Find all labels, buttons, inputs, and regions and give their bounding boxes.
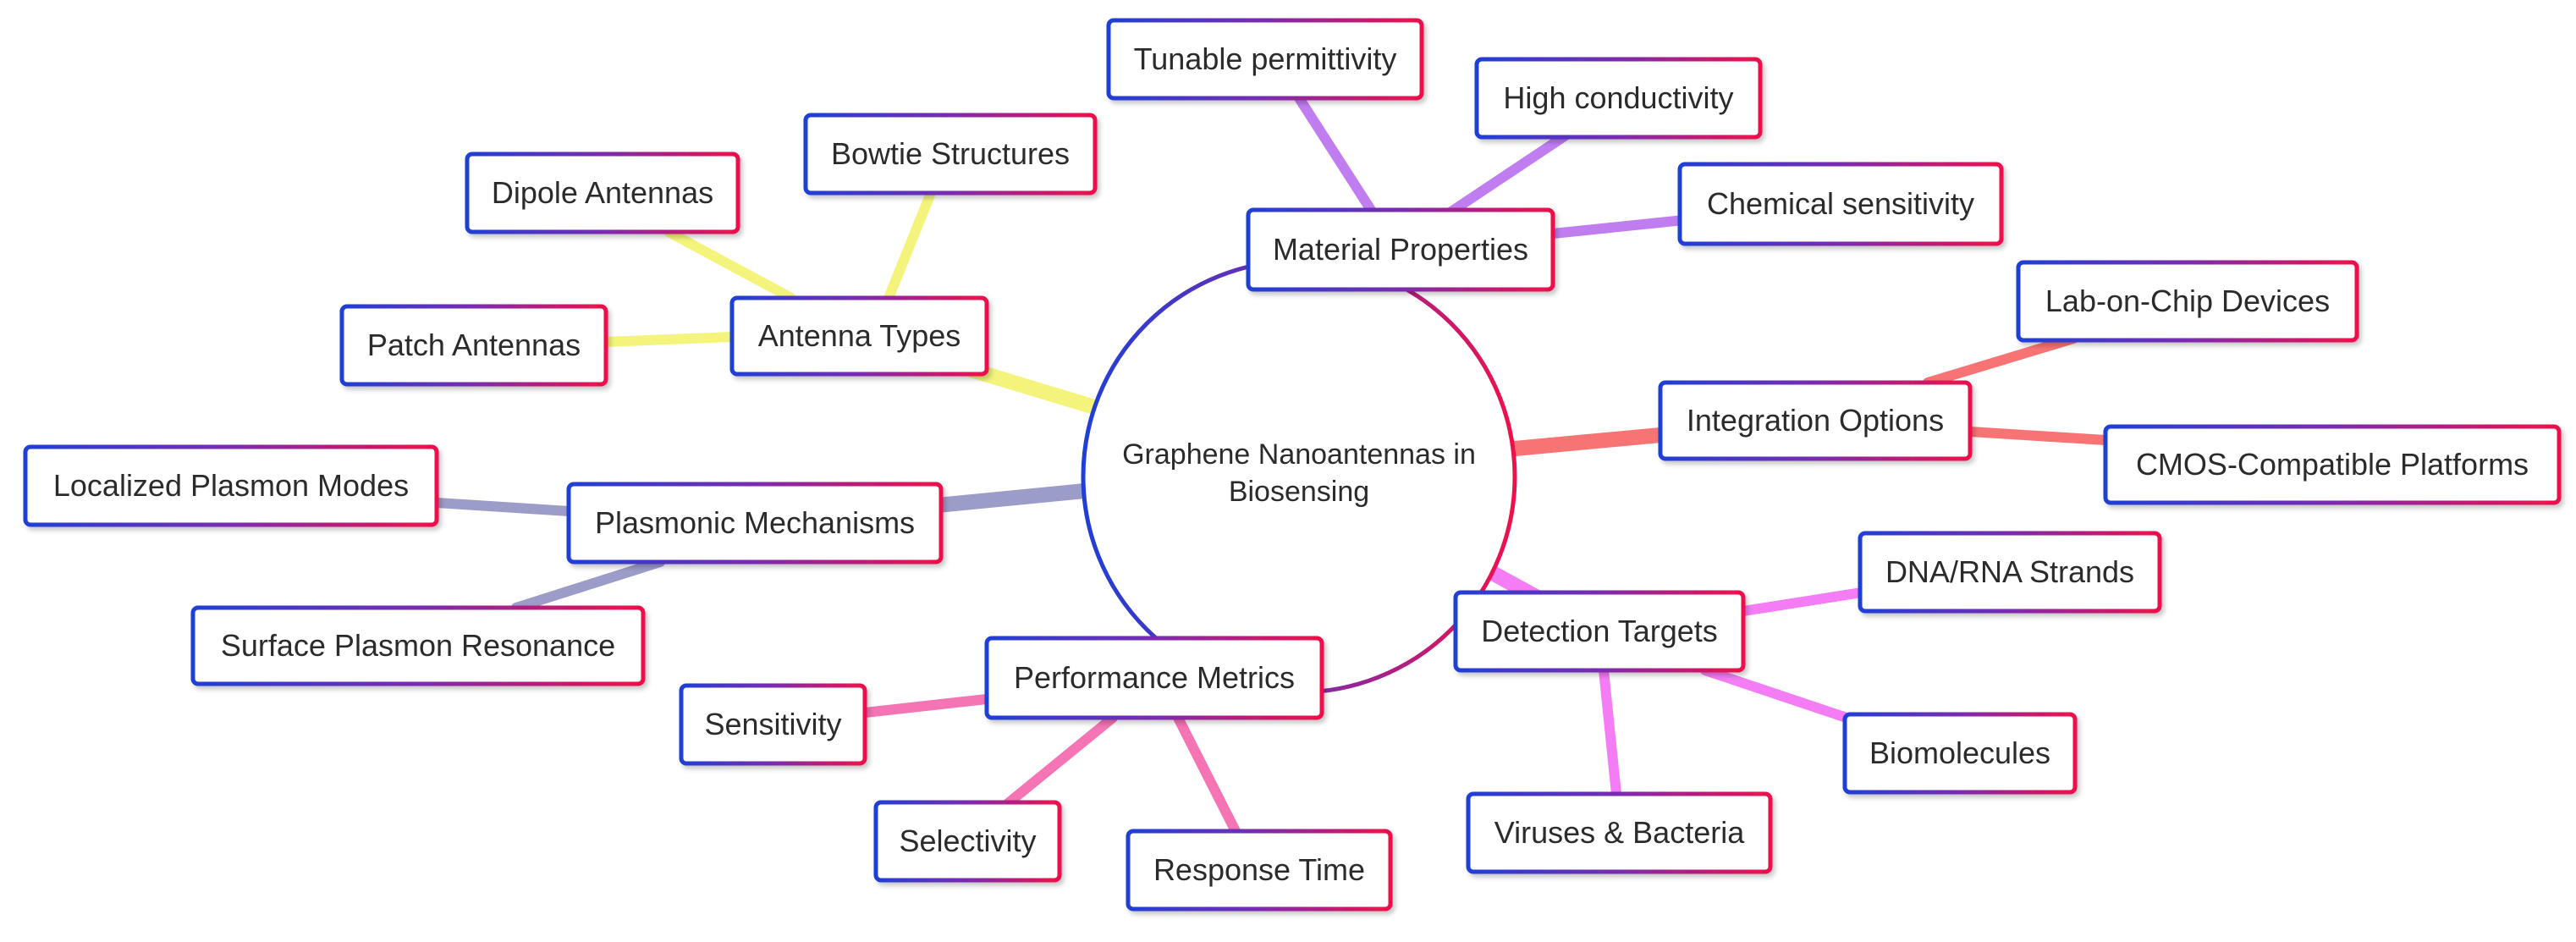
node-patch-antennas-label: Patch Antennas: [367, 328, 581, 362]
node-response-time-label: Response Time: [1153, 852, 1365, 887]
edge-material-to-tunable-permittivity: [1290, 86, 1376, 215]
node-dna-rna-strands-box: [1858, 531, 2162, 614]
node-integration-options[interactable]: Integration Options: [1658, 380, 1973, 461]
node-dna-rna-strands-label: DNA/RNA Strands: [1885, 554, 2134, 589]
edge-performance-to-response-time: [1173, 713, 1241, 836]
node-detection-targets-box: [1453, 590, 1746, 673]
node-chemical-sensitivity-label: Chemical sensitivity: [1707, 186, 1974, 221]
node-response-time[interactable]: Response Time: [1126, 829, 1393, 912]
node-detection-targets[interactable]: Detection Targets: [1453, 590, 1746, 673]
node-selectivity[interactable]: Selectivity: [873, 800, 1062, 883]
node-response-time-box: [1126, 829, 1393, 912]
edge-plasmonic-to-localized-plasmon-modes: [432, 498, 574, 516]
edge-detection-to-viruses-and-bacteria: [1599, 665, 1621, 799]
edge-antenna-to-bowtie-structures: [883, 188, 936, 303]
node-dipole-antennas-box: [465, 151, 740, 234]
node-surface-plasmon-resonance[interactable]: Surface Plasmon Resonance: [190, 605, 646, 686]
node-detection-targets-label: Detection Targets: [1481, 614, 1718, 648]
node-viruses-and-bacteria-box: [1466, 791, 1773, 874]
node-biomolecules-label: Biomolecules: [1869, 735, 2050, 770]
node-plasmonic-mechanisms[interactable]: Plasmonic Mechanisms: [566, 482, 944, 565]
node-integration-options-label: Integration Options: [1687, 403, 1944, 438]
node-high-conductivity-label: High conductivity: [1503, 80, 1733, 115]
node-dna-rna-strands[interactable]: DNA/RNA Strands: [1858, 531, 2162, 614]
edge-integration-to-lab-on-chip-devices: [1923, 333, 2078, 388]
node-localized-plasmon-modes[interactable]: Localized Plasmon Modes: [23, 444, 439, 527]
edge-plasmonic-to-surface-plasmon-resonance: [511, 557, 665, 613]
edge-performance-to-sensitivity: [860, 694, 992, 718]
node-viruses-and-bacteria[interactable]: Viruses & Bacteria: [1466, 791, 1773, 874]
center-label-line1: Graphene Nanoantennas in: [1122, 438, 1476, 471]
edge-material-to-chemical-sensitivity: [1548, 215, 1689, 239]
center-node-group: Graphene Nanoantennas in Biosensing: [1081, 258, 1517, 695]
edge-antenna-to-dipole-antennas: [663, 227, 796, 303]
node-sensitivity-label: Sensitivity: [704, 707, 841, 741]
node-viruses-and-bacteria-label: Viruses & Bacteria: [1494, 815, 1745, 850]
node-bowtie-structures[interactable]: Bowtie Structures: [803, 113, 1098, 196]
node-material-properties-box: [1246, 207, 1555, 292]
node-lab-on-chip-devices-box: [2016, 260, 2359, 343]
node-integration-options-box: [1658, 380, 1973, 461]
node-plasmonic-mechanisms-label: Plasmonic Mechanisms: [595, 505, 915, 540]
node-surface-plasmon-resonance-label: Surface Plasmon Resonance: [221, 628, 615, 663]
node-localized-plasmon-modes-label: Localized Plasmon Modes: [53, 468, 409, 503]
center-label-line2: Biosensing: [1229, 476, 1369, 508]
node-cmos-compatible-platforms-label: CMOS-Compatible Platforms: [2136, 447, 2529, 482]
node-dipole-antennas[interactable]: Dipole Antennas: [465, 151, 740, 234]
node-lab-on-chip-devices-label: Lab-on-Chip Devices: [2045, 284, 2330, 318]
node-biomolecules-box: [1842, 712, 2078, 795]
edge-material-to-high-conductivity: [1446, 130, 1571, 217]
node-performance-metrics-box: [984, 636, 1324, 720]
node-antenna-types[interactable]: Antenna Types: [729, 295, 989, 377]
node-dipole-antennas-label: Dipole Antennas: [492, 175, 713, 210]
node-antenna-types-label: Antenna Types: [758, 318, 961, 353]
edge-antenna-to-patch-antennas: [601, 332, 737, 347]
node-performance-metrics-label: Performance Metrics: [1014, 660, 1295, 695]
node-lab-on-chip-devices[interactable]: Lab-on-Chip Devices: [2016, 260, 2359, 343]
node-chemical-sensitivity[interactable]: Chemical sensitivity: [1677, 162, 2004, 246]
node-selectivity-label: Selectivity: [899, 824, 1036, 858]
node-patch-antennas-box: [339, 304, 608, 387]
edge-detection-to-biomolecules: [1700, 665, 1857, 724]
node-performance-metrics[interactable]: Performance Metrics: [984, 636, 1324, 720]
node-high-conductivity[interactable]: High conductivity: [1474, 57, 1763, 140]
node-tunable-permittivity-box: [1106, 18, 1424, 101]
node-bowtie-structures-label: Bowtie Structures: [831, 136, 1070, 171]
node-sensitivity-box: [679, 683, 867, 766]
node-tunable-permittivity-label: Tunable permittivity: [1134, 41, 1397, 76]
node-chemical-sensitivity-box: [1677, 162, 2004, 246]
node-selectivity-box: [873, 800, 1062, 883]
node-localized-plasmon-modes-box: [23, 444, 439, 527]
edge-integration-to-cmos-compatible-platforms: [1965, 427, 2111, 445]
node-surface-plasmon-resonance-box: [190, 605, 646, 686]
node-tunable-permittivity[interactable]: Tunable permittivity: [1106, 18, 1424, 101]
node-material-properties[interactable]: Material Properties: [1246, 207, 1555, 292]
node-antenna-types-box: [729, 295, 989, 377]
node-cmos-compatible-platforms-box: [2103, 424, 2562, 505]
edge-detection-to-dna-rna-strands: [1738, 587, 1867, 616]
node-material-properties-label: Material Properties: [1273, 232, 1528, 267]
node-biomolecules[interactable]: Biomolecules: [1842, 712, 2078, 795]
node-cmos-compatible-platforms[interactable]: CMOS-Compatible Platforms: [2103, 424, 2562, 505]
node-sensitivity[interactable]: Sensitivity: [679, 683, 867, 766]
node-plasmonic-mechanisms-box: [566, 482, 944, 565]
node-patch-antennas[interactable]: Patch Antennas: [339, 304, 608, 387]
node-high-conductivity-box: [1474, 57, 1763, 140]
node-bowtie-structures-box: [803, 113, 1098, 196]
edge-performance-to-selectivity: [1002, 713, 1118, 809]
